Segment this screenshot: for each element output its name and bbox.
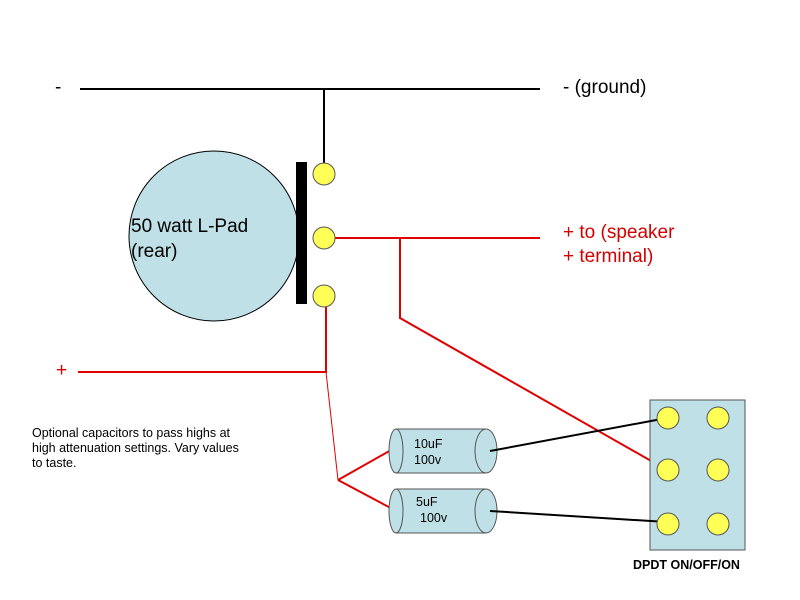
- input-plus-label: +: [56, 360, 68, 381]
- cap2-value-label: 5uF: [416, 495, 438, 509]
- capacitor-note-line2: high attenuation settings. Vary values: [32, 441, 239, 455]
- lpad-bracket: [296, 162, 307, 304]
- capacitor-note-line1: Optional capacitors to pass highs at: [32, 426, 231, 440]
- capacitor-10uf: [388, 428, 498, 474]
- ground-minus-label: -: [55, 77, 62, 98]
- switch-terminal-3: [656, 458, 680, 482]
- switch-label: DPDT ON/OFF/ON: [633, 558, 740, 572]
- capacitor-note-line3: to taste.: [32, 456, 77, 470]
- switch-terminal-4: [706, 458, 730, 482]
- switch-terminal-6: [706, 512, 730, 536]
- ground-label: - (ground): [563, 77, 647, 98]
- switch-terminal-5: [656, 512, 680, 536]
- cap1-value-label: 10uF: [414, 437, 443, 451]
- cap1-voltage-label: 100v: [414, 453, 442, 467]
- lpad-terminal-2: [312, 226, 336, 250]
- switch-terminal-2: [706, 406, 730, 430]
- lpad-label-line1: 50 watt L-Pad: [131, 216, 249, 237]
- switch-feed-wire: [399, 238, 668, 471]
- capacitor-5uf: [388, 488, 498, 534]
- lpad-terminal-1: [312, 162, 336, 186]
- speaker-label-line1: + to (speaker: [563, 222, 675, 243]
- speaker-label-line2: + terminal): [563, 246, 654, 267]
- lpad-label-line2: (rear): [131, 241, 178, 262]
- switch-terminal-1: [656, 406, 680, 430]
- cap2-voltage-label: 100v: [420, 511, 448, 525]
- cap1-to-switch-wire: [489, 417, 668, 452]
- capacitor-branch-wire: [325, 371, 339, 481]
- lpad-terminal-3: [312, 284, 336, 308]
- cap2-to-switch-wire: [489, 510, 668, 523]
